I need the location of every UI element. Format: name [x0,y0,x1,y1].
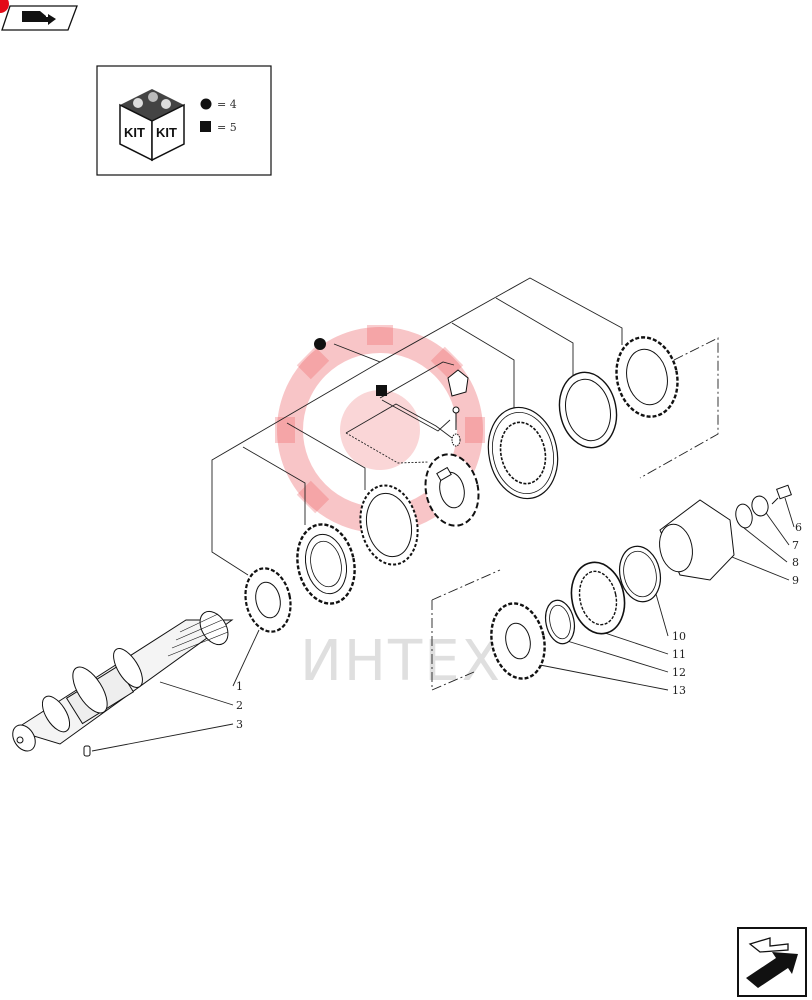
washer-part-12 [544,599,576,645]
main-shaft [12,610,234,757]
yoke-part-9 [659,499,735,581]
kit-box-icon: KIT KIT [119,89,185,162]
washer-part-8 [735,503,753,529]
sliding-sleeve [487,406,559,500]
kit-square-marker [376,385,387,396]
kit-legend: KIT KIT = 4 = 5 [96,65,272,176]
shim-part-10 [618,545,662,603]
gear-part-1 [244,567,292,633]
legend-circle-text: = 4 [217,98,237,111]
callout-8: 8 [792,556,799,569]
callout-13: 13 [672,684,686,697]
callout-10: 10 [672,630,686,643]
callout-1: 1 [236,680,243,693]
callout-labels: 1 2 3 6 7 8 9 10 11 12 13 [236,521,802,731]
gear-part-13 [490,602,546,680]
ring-gear-b [615,336,679,418]
callout-7: 7 [792,539,799,552]
callout-12: 12 [672,666,686,679]
legend-circle-icon [200,98,212,110]
sync-ring-b [558,371,618,449]
callout-11: 11 [672,648,686,661]
leader-lines [91,277,795,752]
red-corner-dot [0,0,9,13]
callout-2: 2 [236,699,243,712]
sync-hub [424,453,480,527]
callout-3: 3 [236,718,243,731]
watermark-text: ИНТЕХ [300,629,502,694]
sync-ring-a [359,484,419,566]
bolt-part-6 [771,484,792,505]
prev-page-arrow-icon [22,11,56,25]
callout-6: 6 [795,521,802,534]
legend-square-icon [200,121,211,132]
washer-part-7 [751,495,769,517]
kit-label-right: KIT [156,125,177,140]
kit-circle-marker [314,338,326,350]
legend-square-text: = 5 [217,121,237,134]
callout-9: 9 [792,574,799,587]
pin-part-3 [83,745,91,757]
prev-page-nav[interactable] [0,0,78,31]
next-page-arrow-icon [746,937,798,988]
kit-label-left: KIT [124,125,145,140]
ring-gear-a [296,523,356,605]
detent-parts [447,369,469,447]
next-page-nav[interactable] [737,927,807,997]
bearing-part-11 [570,561,626,635]
